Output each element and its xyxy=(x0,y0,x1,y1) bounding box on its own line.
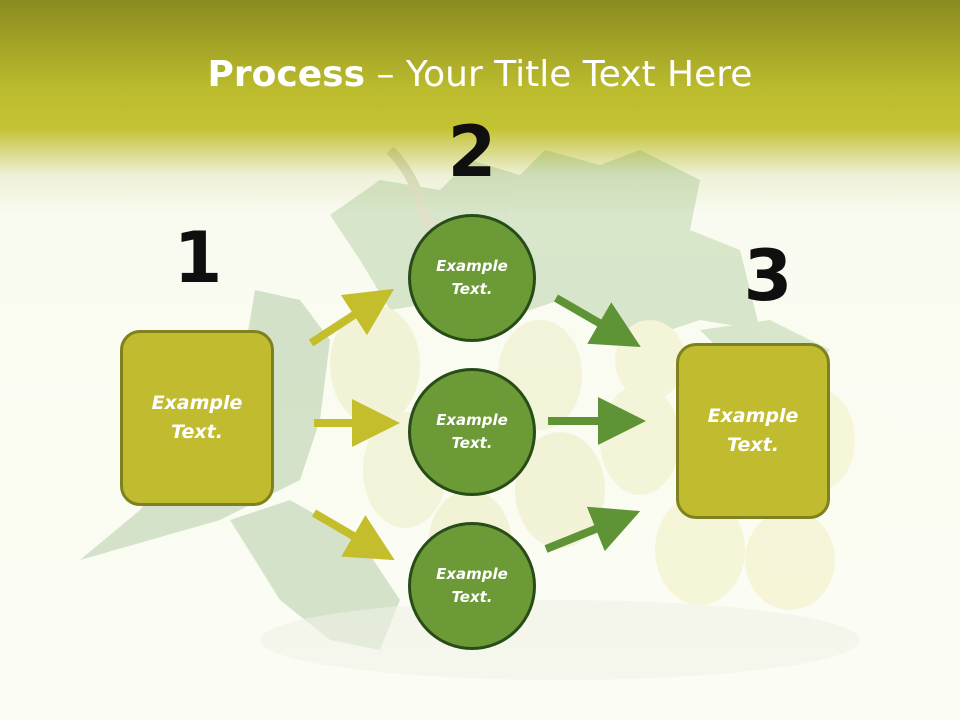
step-number-2: 2 xyxy=(447,111,497,193)
arrow-bottom-to-3 xyxy=(544,506,641,553)
circle-bottom-text: Example Text. xyxy=(436,565,508,606)
step-3-text: Example Text. xyxy=(707,405,799,456)
step-number-3: 3 xyxy=(743,235,793,317)
step-1-text: Example Text. xyxy=(151,392,243,443)
title-bold: Process xyxy=(207,54,366,95)
arrow-1-to-bottom xyxy=(311,509,395,561)
circle-middle: Example Text. xyxy=(408,368,536,496)
arrow-top-to-3 xyxy=(553,294,641,348)
slide-title: Process – Your Title Text Here xyxy=(0,52,960,98)
step-1-box: Example Text. xyxy=(120,330,274,506)
circle-bottom: Example Text. xyxy=(408,522,536,650)
circle-middle-text: Example Text. xyxy=(436,411,508,452)
title-rest: – Your Title Text Here xyxy=(365,54,753,95)
circle-top: Example Text. xyxy=(408,214,536,342)
step-3-box: Example Text. xyxy=(676,343,830,519)
step-number-1: 1 xyxy=(173,217,223,299)
arrow-1-to-top xyxy=(308,288,395,347)
circle-top-text: Example Text. xyxy=(436,257,508,298)
